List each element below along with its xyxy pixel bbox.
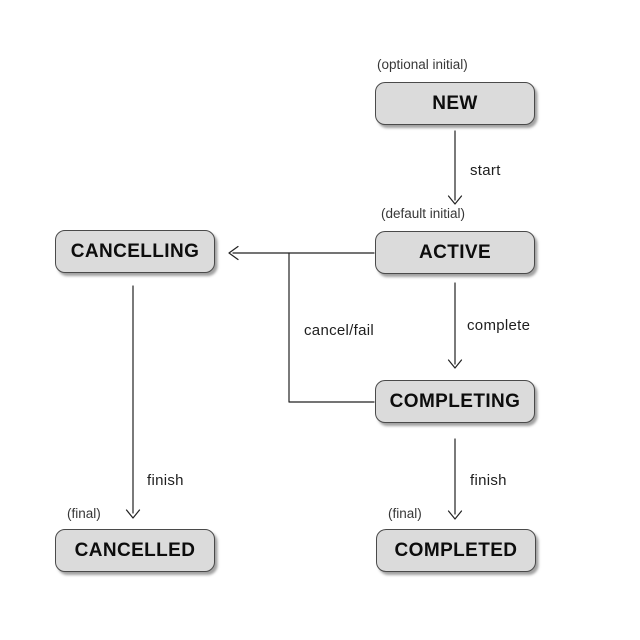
edge-label-finish-right: finish [470,472,507,489]
annotation-optional-initial: (optional initial) [377,57,468,72]
state-cancelled: CANCELLED [55,529,215,572]
arrowhead-cancelling-to-cancelled [125,509,141,519]
arrows-group [125,130,463,520]
arrowhead-cancel-fail [228,245,239,261]
annotation-default-initial: (default initial) [381,206,466,221]
arrowhead-active-to-completing [447,359,463,369]
state-completed: COMPLETED [376,529,536,572]
arrowhead-new-to-active [447,195,463,205]
annotation-final-cancelled: (final) [67,506,101,521]
annotation-final-completed: (final) [388,506,422,521]
edge-label-start: start [470,162,501,179]
edge-label-finish-left: finish [147,472,184,489]
state-completing: COMPLETING [375,380,535,423]
state-cancelling: CANCELLING [55,230,215,273]
arrowhead-completing-to-completed [447,510,463,520]
state-new: NEW [375,82,535,125]
edge-label-complete: complete [467,317,531,334]
connector-completing-branch [288,252,375,403]
edge-label-cancel-fail: cancel/fail [304,322,375,339]
state-active: ACTIVE [375,231,535,274]
